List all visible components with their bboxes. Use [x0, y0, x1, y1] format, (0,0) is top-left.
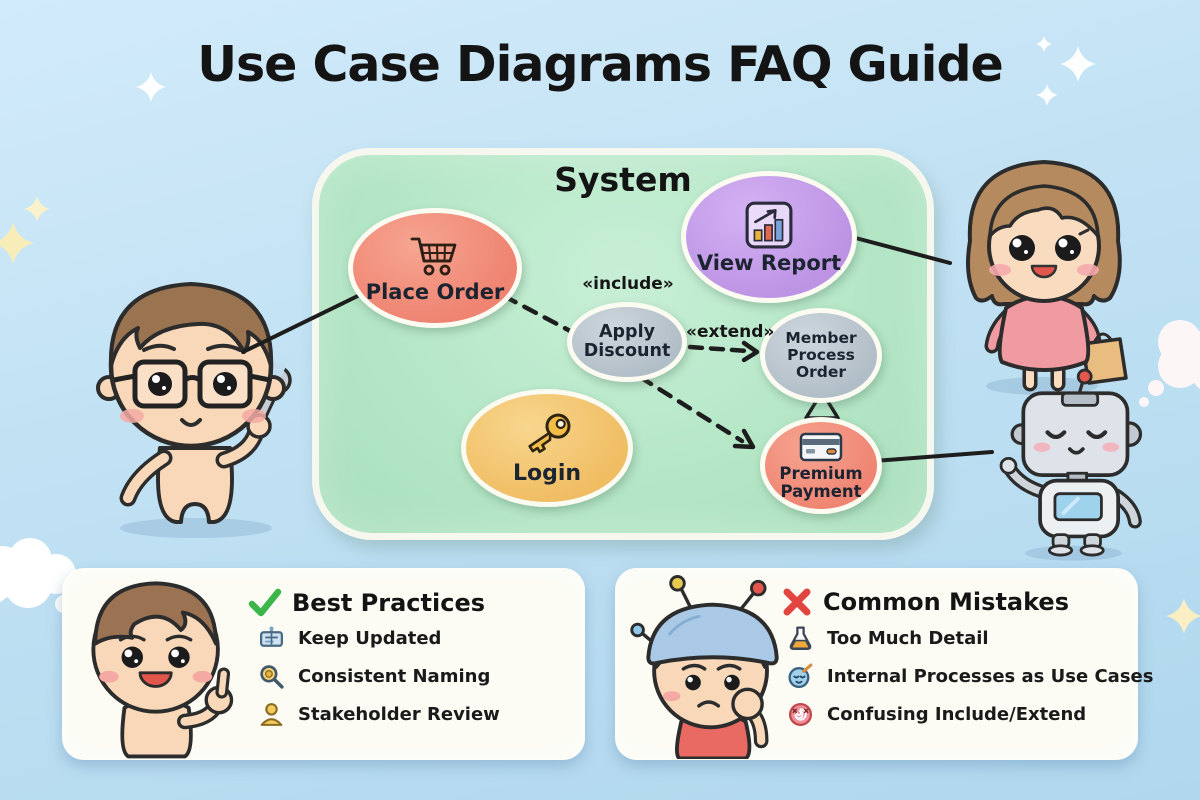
usecase-login: Login [461, 389, 633, 507]
sparkle-icon [1036, 36, 1052, 52]
antenna [1076, 368, 1093, 385]
person-icon [260, 703, 283, 726]
list-item-label: Confusing Include/Extend [827, 704, 1087, 725]
list-item-label: Internal Processes as Use Cases [827, 666, 1154, 687]
x-icon [783, 588, 811, 616]
usecase-label: Login [512, 461, 582, 487]
common-mistakes-card: Common Mistakes Too Much Detail Internal… [615, 568, 1153, 760]
list-item-label: Stakeholder Review [298, 704, 500, 725]
best-practices-card: Best Practices Keep Updated Consistent N… [62, 568, 585, 760]
confused-boy-illustration [630, 575, 779, 759]
list-item: Stakeholder Review [258, 700, 500, 729]
bar-chart-icon [745, 201, 793, 249]
cloud [1139, 320, 1200, 407]
sparkle-icon [1036, 84, 1058, 106]
card-title: Common Mistakes [823, 588, 1069, 616]
common-mistakes-header: Common Mistakes [781, 586, 1069, 618]
list-item: Keep Updated [258, 624, 500, 653]
actor-shopper-girl [966, 160, 1128, 395]
usecase-apply-discount: Apply Discount [567, 302, 687, 382]
check-icon [248, 588, 282, 617]
magnifier-icon [260, 665, 284, 689]
list-item: Internal Processes as Use Cases [787, 662, 1153, 691]
usecase-view-report: View Report [681, 171, 857, 303]
list-item-label: Keep Updated [298, 628, 442, 649]
page-title: Use Case Diagrams FAQ Guide [197, 36, 1004, 93]
include-label: «include» [582, 274, 674, 294]
list-item: Consistent Naming [258, 662, 500, 691]
usecase-label: Premium Payment [779, 463, 863, 501]
flask-icon [789, 626, 812, 651]
best-practices-header: Best Practices [248, 586, 485, 620]
usecase-label: Member Process Order [785, 329, 857, 381]
list-item: Too Much Detail [787, 624, 1153, 653]
key-icon [528, 413, 571, 454]
usecase-place-order: Place Order [348, 208, 522, 328]
actor-robot [999, 368, 1143, 561]
actor-customer-boy [96, 282, 292, 538]
face-pencil-icon [788, 663, 813, 689]
shopping-cart-icon [410, 237, 457, 276]
list-item: Confusing Include/Extend [787, 700, 1153, 729]
list-item-label: Too Much Detail [827, 628, 989, 649]
sparkle-icon [1060, 46, 1096, 82]
list-item-label: Consistent Naming [298, 666, 491, 687]
usecase-member-process-order: Member Process Order [760, 308, 882, 403]
credit-card-icon [799, 432, 843, 461]
sparkle-icon [0, 222, 34, 264]
extend-label: «extend» [686, 322, 775, 342]
sparkle-icon [136, 72, 166, 102]
robot-screen [1053, 492, 1103, 522]
sparkle-icon [24, 196, 50, 222]
clipboard-icon [259, 626, 284, 647]
confused-face-icon [788, 702, 813, 727]
usecase-label: View Report [696, 250, 842, 275]
colander-hat [646, 602, 779, 666]
usecase-label: Apply Discount [583, 322, 671, 361]
thumbs-up-boy-illustration [91, 581, 234, 759]
usecase-premium-payment: Premium Payment [760, 417, 882, 514]
usecase-label: Place Order [365, 279, 505, 304]
system-label: System [554, 160, 692, 199]
card-title: Best Practices [292, 589, 486, 617]
sparkle-icon [1166, 598, 1200, 634]
